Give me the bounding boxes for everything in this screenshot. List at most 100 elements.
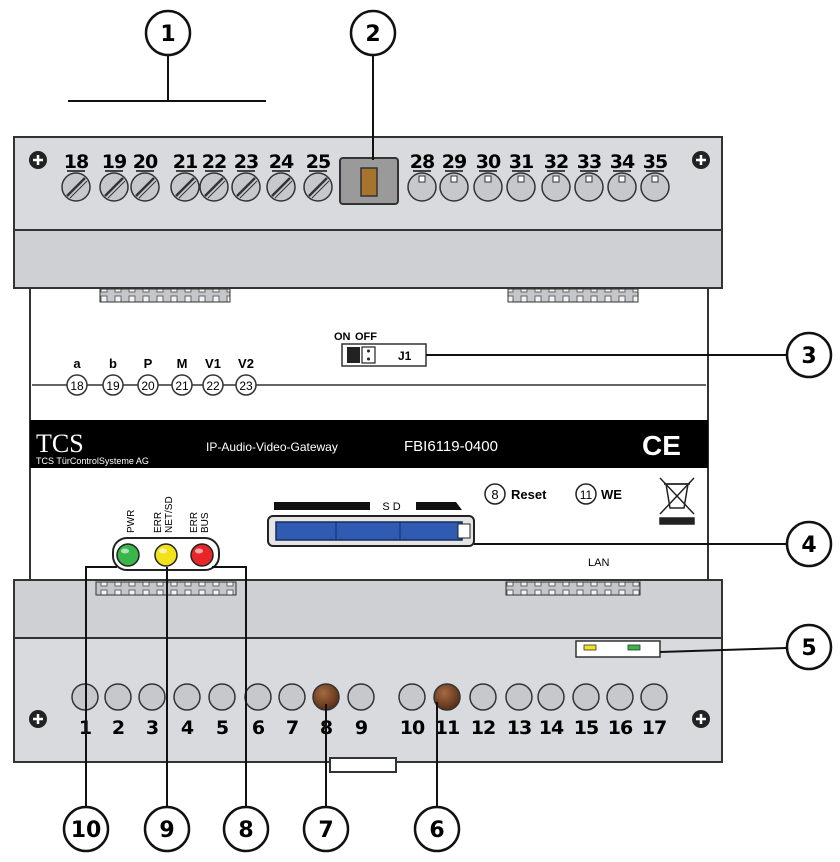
terminal-bottom-16[interactable]: 16 xyxy=(606,683,634,739)
lan-label: LAN xyxy=(588,557,609,569)
callout-6: 6 xyxy=(413,805,461,853)
terminal-top-23[interactable]: 23 xyxy=(231,151,261,202)
sd-slot: SD xyxy=(267,500,475,547)
terminal-bottom-13[interactable]: 13 xyxy=(505,683,533,739)
callout-number: 6 xyxy=(429,818,444,843)
terminal-number: 32 xyxy=(544,151,568,173)
terminal-top-28[interactable]: 28 xyxy=(407,151,437,202)
terminal-number: 34 xyxy=(610,151,635,173)
company-name: TCS TürControlSysteme AG xyxy=(36,456,149,466)
terminal-top-29[interactable]: 29 xyxy=(439,151,469,202)
terminal-bottom-9[interactable]: 9 xyxy=(347,683,375,739)
bus-label-b: b xyxy=(109,356,117,371)
terminal-top-22[interactable]: 22 xyxy=(199,151,229,202)
terminal-bottom-5[interactable]: 5 xyxy=(208,683,236,739)
terminal-top-19[interactable]: 19 xyxy=(99,151,129,202)
lan-led-yellow xyxy=(583,644,597,651)
terminal-number: 25 xyxy=(306,151,330,173)
terminal-number: 30 xyxy=(476,151,501,173)
bus-terminal-circle xyxy=(137,374,159,396)
terminal-bottom-2[interactable]: 2 xyxy=(104,683,132,739)
jumper-on-label: ON xyxy=(334,331,351,343)
screw-icon xyxy=(692,710,710,728)
jumper-j1: ON OFF J1 xyxy=(334,331,427,367)
terminal-bottom-7[interactable]: 7 xyxy=(278,683,306,739)
reset-num: 8 xyxy=(491,487,498,502)
terminal-number: 12 xyxy=(471,717,495,739)
callout-10: 10 xyxy=(62,805,110,853)
callout-7: 7 xyxy=(302,805,350,853)
callout-2: 2 xyxy=(349,9,397,57)
bus-terminal-number: 22 xyxy=(206,379,220,393)
terminal-bottom-11[interactable]: 11 xyxy=(433,683,461,739)
terminal-bottom-4[interactable]: 4 xyxy=(173,683,201,739)
terminal-top-18[interactable]: 18 xyxy=(61,151,91,202)
callout-5: 5 xyxy=(785,623,833,671)
model-number: FBI6119-0400 xyxy=(404,438,498,455)
lan-led-green xyxy=(627,644,641,651)
bus-terminal-number: 21 xyxy=(175,379,189,393)
callout-number: 9 xyxy=(159,818,174,843)
led-label: PWR xyxy=(126,510,137,533)
terminal-number: 22 xyxy=(202,151,226,173)
screw-icon xyxy=(29,710,47,728)
terminal-top-31[interactable]: 31 xyxy=(506,151,536,202)
product-type: IP-Audio-Video-Gateway xyxy=(206,440,338,454)
terminal-number: 28 xyxy=(410,151,435,173)
sd-label-bg xyxy=(370,500,416,512)
bus-terminal-number: 23 xyxy=(239,379,253,393)
terminal-top-21[interactable]: 21 xyxy=(170,151,200,202)
terminal-top-24[interactable]: 24 xyxy=(266,151,296,202)
terminal-bottom-3[interactable]: 3 xyxy=(138,683,166,739)
terminal-number: 29 xyxy=(442,151,466,173)
callout-number: 1 xyxy=(160,22,175,47)
terminal-number: 5 xyxy=(216,717,228,739)
screw-icon xyxy=(29,151,47,169)
terminal-bottom-10[interactable]: 10 xyxy=(398,683,426,739)
terminal-top-33[interactable]: 33 xyxy=(574,151,604,202)
callout-number: 7 xyxy=(318,818,333,843)
led-pwr: PWR xyxy=(116,510,140,567)
callout-number: 4 xyxy=(801,533,816,558)
bus-label-p: P xyxy=(144,356,153,371)
sd-card[interactable] xyxy=(275,521,463,541)
bus-terminal-circle xyxy=(202,374,224,396)
terminal-bottom-17[interactable]: 17 xyxy=(640,683,668,739)
sd-slot-strip xyxy=(274,502,462,510)
bus-terminal-circle xyxy=(66,374,88,396)
callout-9: 9 xyxy=(143,805,191,853)
callout-4: 4 xyxy=(785,520,833,568)
terminal-number: 17 xyxy=(642,717,666,739)
terminal-bottom-12[interactable]: 12 xyxy=(469,683,497,739)
led-label: BUS xyxy=(200,512,211,533)
terminal-number: 13 xyxy=(507,717,531,739)
vent-top-left xyxy=(99,288,231,303)
terminal-number: 31 xyxy=(509,151,533,173)
terminal-top-35[interactable]: 35 xyxy=(640,151,670,202)
terminal-number: 11 xyxy=(435,717,459,739)
terminal-top-32[interactable]: 32 xyxy=(541,151,571,202)
led-label: NET/SD xyxy=(164,496,175,533)
terminal-number: 2 xyxy=(112,717,124,739)
bus-terminal-circle xyxy=(102,374,124,396)
screw-icon xyxy=(692,151,710,169)
terminal-number: 18 xyxy=(64,151,89,173)
terminal-number: 14 xyxy=(539,717,564,739)
bus-label-a: a xyxy=(73,356,81,371)
callout-1: 1 xyxy=(144,9,192,57)
vent-top-right xyxy=(507,288,639,303)
terminal-top-34[interactable]: 34 xyxy=(607,151,637,202)
jumper-pins xyxy=(361,346,376,364)
terminal-bottom-14[interactable]: 14 xyxy=(537,683,565,739)
terminal-top-20[interactable]: 20 xyxy=(130,151,160,202)
terminal-bottom-15[interactable]: 15 xyxy=(572,683,600,739)
bus-terminal-circle xyxy=(171,374,193,396)
din-clip xyxy=(329,757,397,773)
terminal-top-30[interactable]: 30 xyxy=(473,151,503,202)
terminal-top-25[interactable]: 25 xyxy=(303,151,333,202)
lan-port[interactable] xyxy=(575,640,661,658)
terminal-number: 21 xyxy=(173,151,197,173)
